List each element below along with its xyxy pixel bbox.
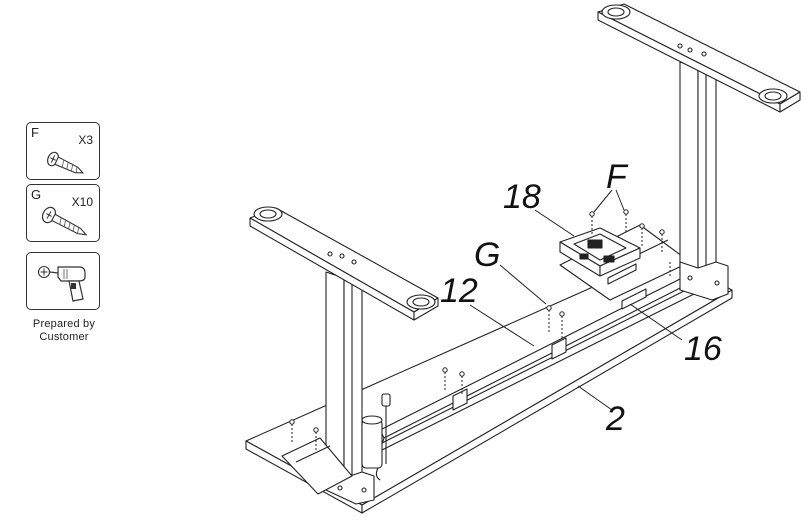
leader-2 xyxy=(577,385,613,411)
leader-12 xyxy=(469,304,535,347)
side-bracket-left xyxy=(281,437,353,495)
callout-g: G xyxy=(474,236,500,274)
part-g-quantity: X10 xyxy=(71,195,93,209)
leader-18 xyxy=(534,209,575,237)
part-f-letter: F xyxy=(31,125,39,140)
leader-f-1 xyxy=(593,189,613,213)
leader-16 xyxy=(629,303,683,341)
part-f-quantity: X3 xyxy=(78,133,93,147)
tool-note-line-2: Customer xyxy=(39,331,89,343)
leader-lines xyxy=(469,189,683,411)
control-box xyxy=(559,227,641,277)
short-screw-icon xyxy=(46,151,85,174)
callout-16: 16 xyxy=(684,330,722,368)
motor-cable xyxy=(361,393,391,481)
long-screw-icon xyxy=(41,206,88,236)
part-g-box: G X10 xyxy=(26,184,100,242)
leg-right xyxy=(679,61,729,301)
crossbar xyxy=(379,273,697,451)
screw-markers xyxy=(289,209,671,452)
tool-drill-box xyxy=(26,252,100,310)
foot-left xyxy=(249,206,439,321)
callout-2: 2 xyxy=(605,400,625,438)
power-drill-icon xyxy=(37,265,86,302)
part-g-letter: G xyxy=(31,187,42,202)
tool-note-line-1: Prepared by xyxy=(32,318,96,330)
callout-12: 12 xyxy=(440,272,478,310)
part-f-box: F X3 xyxy=(26,122,100,180)
leader-g xyxy=(499,264,547,305)
leader-f-2 xyxy=(615,189,625,211)
foot-right xyxy=(597,3,801,113)
callout-18: 18 xyxy=(503,178,541,216)
callouts: 18 F G 12 16 2 xyxy=(440,158,722,438)
callout-f: F xyxy=(606,158,629,196)
tool-note: Prepared by Customer xyxy=(26,318,102,344)
